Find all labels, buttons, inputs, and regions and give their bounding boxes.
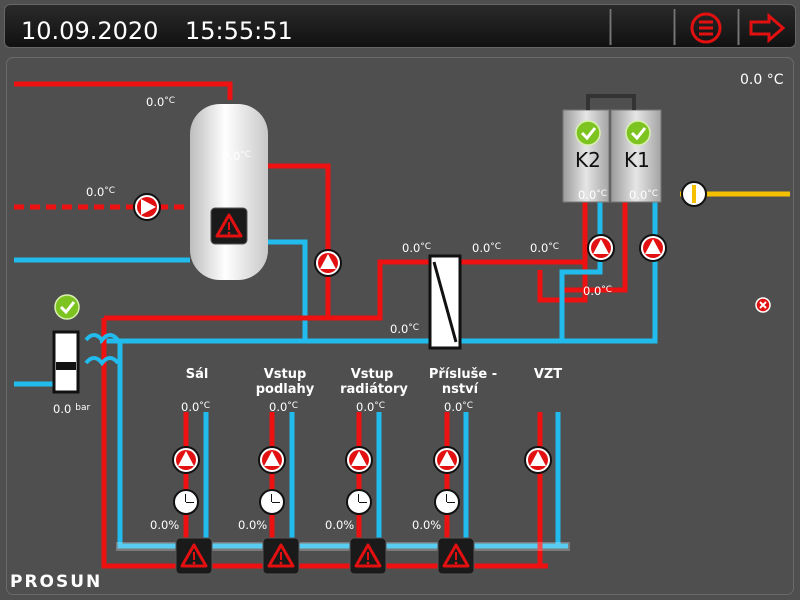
pressure-ok-icon: [53, 293, 81, 321]
circuit-pump-prislusenstvi[interactable]: [433, 446, 461, 474]
time-display: 15:55:51: [185, 17, 293, 45]
circuit-name: nství: [442, 382, 480, 397]
storage-tank[interactable]: [190, 104, 268, 280]
valve-position: 0.0%: [238, 518, 267, 532]
mixing-valve-icon[interactable]: [259, 489, 285, 515]
temp-label: 0.0°C: [146, 95, 175, 109]
divider: [673, 9, 676, 45]
temp-label: 0.0°C: [86, 185, 115, 199]
circuit-temp: 0.0°C: [444, 400, 473, 414]
temp-label: 0.0°C: [530, 241, 559, 255]
circuit-name: Přísluše -: [429, 367, 497, 382]
date-display: 10.09.2020: [21, 17, 159, 45]
circuit-pump-vzt[interactable]: [524, 446, 552, 474]
alarm-icon[interactable]: [436, 536, 476, 576]
temp-label: 0.0°C: [583, 284, 612, 298]
boiler-k1-ok-icon: [624, 119, 652, 147]
valve-position: 0.0%: [325, 518, 354, 532]
temp-label: 0.0°C: [390, 322, 419, 336]
boiler-k2-temp: 0.0°C: [578, 188, 607, 202]
cold-pipe: [268, 239, 308, 341]
circuit-name: VZT: [534, 367, 562, 382]
circuit-name: Vstup: [351, 367, 394, 382]
hot-pipe: [14, 81, 233, 100]
outdoor-temperature: 0.0 °C: [740, 72, 784, 88]
tank-pump[interactable]: [314, 249, 342, 277]
alarm-icon[interactable]: [261, 536, 301, 576]
gas-valve[interactable]: [681, 181, 707, 207]
boiler-k2-pump[interactable]: [587, 234, 615, 262]
hot-pipe: [560, 195, 628, 300]
valve-position: 0.0%: [150, 518, 179, 532]
circuit-name: radiátory: [340, 382, 408, 397]
dhw-pump[interactable]: [133, 193, 161, 221]
temp-label: 0.0°C: [222, 149, 251, 163]
error-icon[interactable]: [755, 297, 771, 313]
arrow-right-icon[interactable]: [747, 13, 787, 43]
boiler-k2-name: K2: [575, 148, 601, 172]
circuit-name: Sál: [186, 367, 209, 382]
tank-alarm-icon[interactable]: [209, 206, 249, 246]
menu-icon[interactable]: [689, 11, 723, 45]
schematic-panel: [6, 57, 794, 595]
boiler-k2-ok-icon: [574, 119, 602, 147]
mixing-valve-icon[interactable]: [173, 489, 199, 515]
circuit-pump-podlahy[interactable]: [258, 446, 286, 474]
mixing-valve-icon[interactable]: [434, 489, 460, 515]
circuit-name: podlahy: [256, 382, 315, 397]
brand-logo: PROSUN: [10, 572, 102, 592]
alarm-icon[interactable]: [348, 536, 388, 576]
circuit-temp: 0.0°C: [356, 400, 385, 414]
alarm-icon[interactable]: [174, 536, 214, 576]
hot-pipe: [460, 259, 588, 303]
hot-pipe: [268, 163, 430, 321]
hot-pipe: [101, 318, 548, 569]
valve-position: 0.0%: [412, 518, 441, 532]
divider: [737, 9, 740, 45]
divider: [609, 9, 612, 45]
boiler-k1-name: K1: [624, 148, 650, 172]
circuit-pump-sal[interactable]: [172, 446, 200, 474]
boiler-k1-pump[interactable]: [639, 234, 667, 262]
temp-label: 0.0°C: [402, 241, 431, 255]
cold-pipe: [117, 341, 568, 549]
circuit-name: Vstup: [264, 367, 307, 382]
mixing-valve-icon[interactable]: [346, 489, 372, 515]
top-bar: 10.09.2020 15:55:51: [4, 4, 796, 48]
circuit-temp: 0.0°C: [269, 400, 298, 414]
boiler-k1-temp: 0.0°C: [629, 188, 658, 202]
circuit-pump-radiatory[interactable]: [345, 446, 373, 474]
circuit-temp: 0.0°C: [181, 400, 210, 414]
temp-label: 0.0°C: [472, 241, 501, 255]
